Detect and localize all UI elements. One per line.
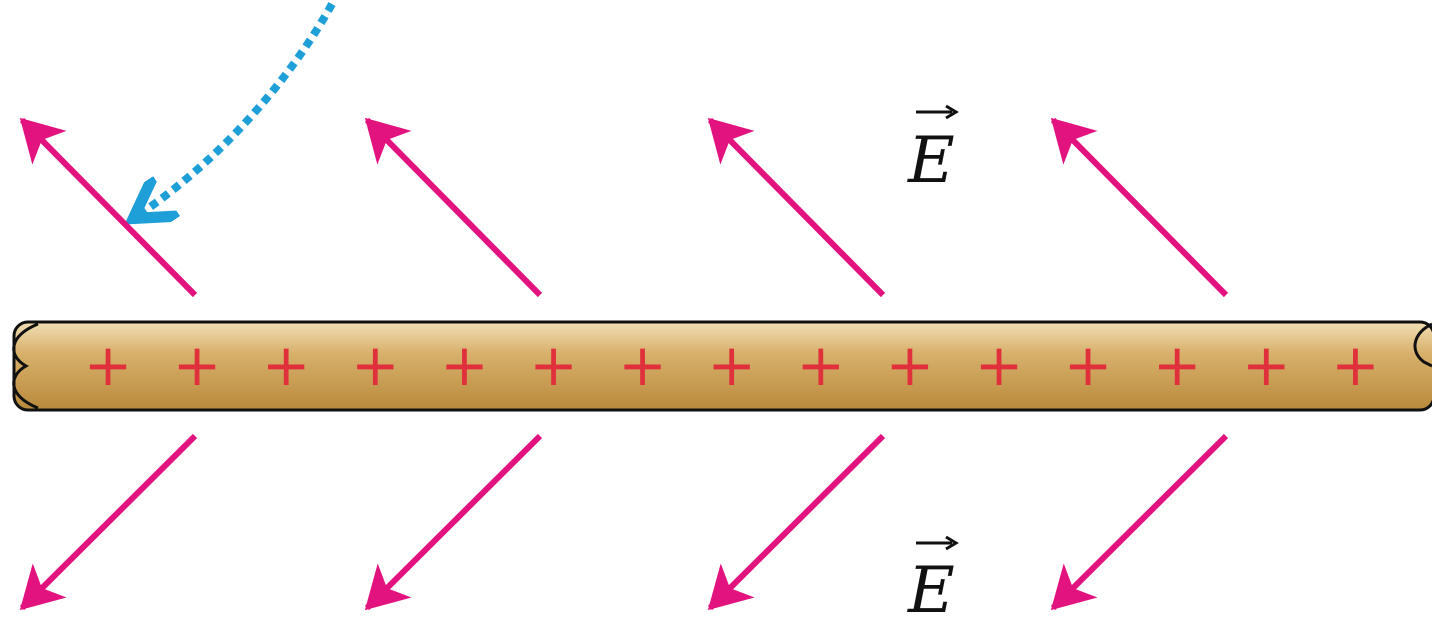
field-label-bottom: E	[907, 535, 959, 620]
field-arrows-above	[19, 117, 1229, 298]
positive-charge: +	[351, 331, 400, 399]
positive-charge: +	[84, 331, 133, 399]
field-arrow-icon	[707, 117, 886, 298]
field-arrow-icon	[1050, 433, 1229, 611]
field-label-top: E	[907, 104, 959, 198]
positive-charge: +	[440, 331, 489, 399]
positive-charge: +	[1331, 331, 1380, 399]
field-label-top-text: E	[907, 124, 955, 198]
field-label-bottom-text: E	[907, 554, 955, 620]
positive-charge: +	[529, 331, 578, 399]
field-arrow-icon	[19, 433, 198, 611]
field-arrow-icon	[707, 433, 886, 611]
field-arrow-icon	[1050, 117, 1229, 298]
positive-charge: +	[707, 331, 756, 399]
positive-charge: +	[262, 331, 311, 399]
positive-charge: +	[1153, 331, 1202, 399]
positive-charge: +	[1242, 331, 1291, 399]
positive-charge: +	[1064, 331, 1113, 399]
positive-charge: +	[173, 331, 222, 399]
positive-charge: +	[975, 331, 1024, 399]
positive-charge: +	[618, 331, 667, 399]
positive-charge: +	[796, 331, 845, 399]
field-arrow-icon	[364, 433, 543, 611]
field-arrow-icon	[364, 117, 543, 298]
field-arrows-below	[19, 433, 1229, 611]
charged-rod-icon: + + + + + + + + + + + + + + +	[12, 320, 1432, 412]
field-arrow-icon	[19, 117, 198, 298]
positive-charge: +	[886, 331, 935, 399]
dotted-pointer-arrow-icon	[140, 2, 336, 214]
positive-charges: + + + + + + + + + + + + + + +	[84, 331, 1380, 399]
